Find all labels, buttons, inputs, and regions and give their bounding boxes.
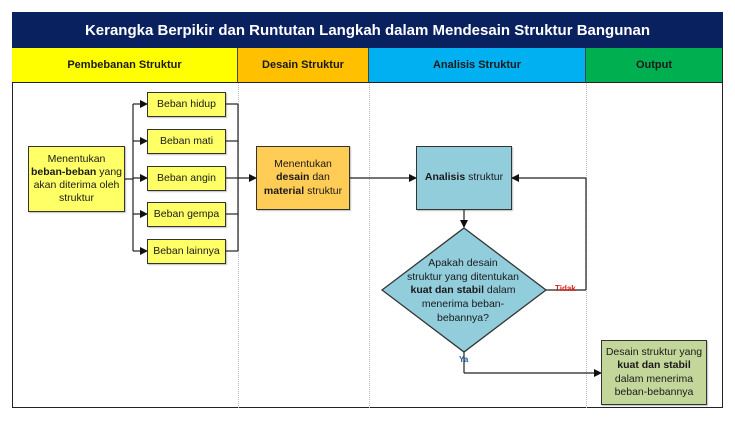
structure-analysis-box: Analisis struktur: [416, 146, 512, 210]
load-box-live: Beban hidup: [147, 92, 226, 117]
load-box-other: Beban lainnya: [147, 239, 226, 264]
determine-loads-box: Menentukan beban-beban yang akan diterim…: [28, 146, 125, 212]
column-header-output: Output: [586, 48, 723, 83]
column-header-pembebanan: Pembebanan Struktur: [12, 48, 238, 83]
load-box-earthquake: Beban gempa: [147, 202, 226, 227]
column-header-analisis: Analisis Struktur: [369, 48, 586, 83]
column-divider: [369, 83, 370, 408]
decision-diamond: [380, 227, 548, 353]
output-box: Desain struktur yang kuat dan stabil dal…: [601, 340, 707, 405]
yes-branch-label: Ya: [459, 355, 469, 364]
load-box-wind: Beban angin: [147, 166, 226, 191]
diagram-title: Kerangka Berpikir dan Runtutan Langkah d…: [12, 12, 723, 48]
no-branch-label: Tidak: [555, 284, 576, 293]
design-material-box: Menentukan desain dan material struktur: [256, 146, 350, 210]
column-header-desain: Desain Struktur: [238, 48, 369, 83]
decision-question: Apakah desain struktur yang ditentukan k…: [406, 257, 520, 324]
load-box-dead: Beban mati: [147, 129, 226, 154]
